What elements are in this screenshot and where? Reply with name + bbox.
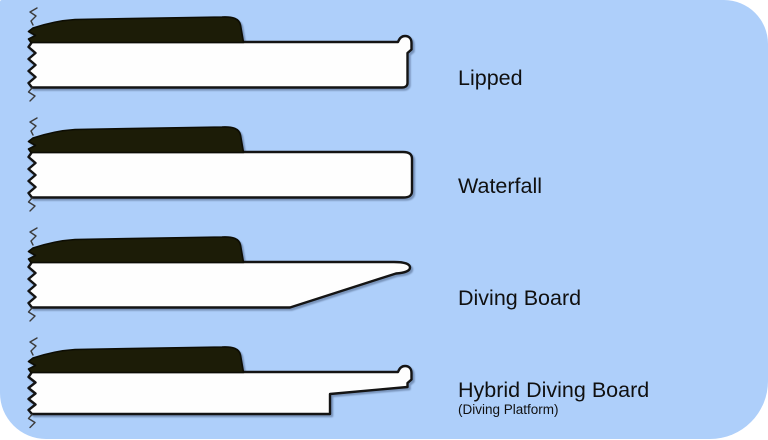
break-line-top <box>29 227 38 246</box>
break-line-top <box>29 337 38 356</box>
label-lipped: Lipped <box>458 66 523 90</box>
label-diving-board: Diving Board <box>458 286 582 310</box>
hybrid-diving-board-slab-shape <box>27 364 413 416</box>
lipped-slab-shape <box>27 34 413 89</box>
waterfall-overhang-bar <box>27 126 245 154</box>
profile-row-lipped: Lipped <box>0 0 768 110</box>
break-line-top <box>29 117 38 136</box>
profile-row-hybrid-diving-board: Hybrid Diving Board (Diving Platform) <box>0 330 768 440</box>
hybrid-diving-board-profile-drawing <box>27 337 413 429</box>
lipped-profile-drawing <box>27 7 413 102</box>
waterfall-profile-drawing <box>27 117 414 212</box>
lipped-overhang-bar <box>27 16 245 44</box>
label-waterfall: Waterfall <box>458 174 543 198</box>
break-line-bottom <box>27 307 36 322</box>
profile-row-diving-board: Diving Board <box>0 220 768 330</box>
break-line-bottom <box>27 197 36 212</box>
diving-board-slab-shape <box>27 260 412 309</box>
break-line-bottom <box>27 413 36 429</box>
hybrid-diving-board-overhang-bar <box>27 346 245 374</box>
waterfall-slab-shape <box>27 150 414 199</box>
diving-board-overhang-bar <box>27 236 245 264</box>
label-hybrid-diving-board: Hybrid Diving Board <box>458 378 650 402</box>
label-hybrid-diving-board-sub: (Diving Platform) <box>458 402 559 417</box>
diving-board-profile-drawing <box>27 227 412 322</box>
profile-row-waterfall: Waterfall <box>0 110 768 220</box>
break-line-bottom <box>27 87 36 102</box>
break-line-top <box>29 7 38 26</box>
